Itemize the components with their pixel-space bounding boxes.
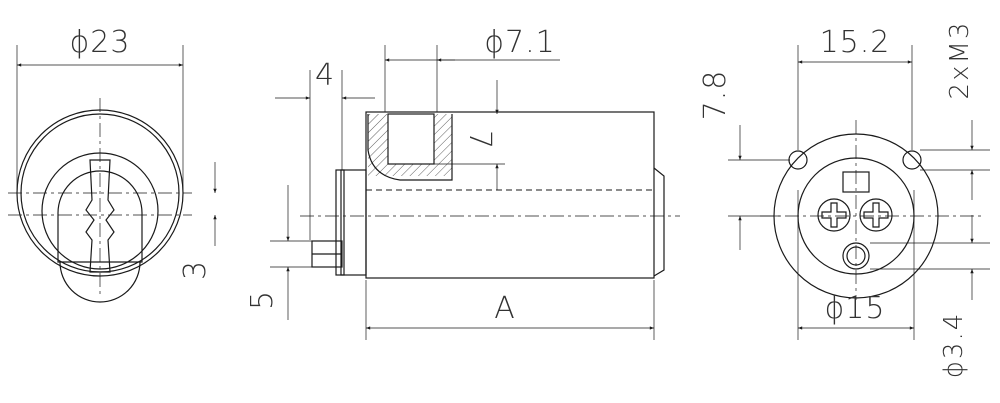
dim-side-pin-length: 4 [315,58,335,93]
screw-right [859,198,893,232]
dim-side-inner-diameter: ϕ7.1 [484,25,556,60]
dim-front-diameter: ϕ23 [70,25,131,60]
front-view: ϕ23 3 [8,25,217,303]
screw-left-cross-icon [821,202,847,228]
dim-rear-screws: 2xM3 [945,21,975,100]
side-flange [340,169,367,276]
rear-mount-hole-right [902,150,922,170]
front-plug-bottom [59,261,141,303]
side-section-outline [367,114,453,181]
side-rear-chamfer [653,167,665,277]
rear-view: 15.2 7.8 2xM3 ϕ15 ϕ3.4 [698,21,990,379]
side-view: ϕ7.1 4 7 5 A [245,25,680,340]
dim-front-offset: 3 [178,260,213,280]
rear-mount-hole-left [788,150,808,170]
dim-rear-hole: ϕ3.4 [939,312,969,379]
dim-side-depth: 7 [462,130,497,150]
dim-side-pin-diameter: 5 [245,290,280,310]
dim-rear-offset: 7.8 [698,70,733,121]
dim-rear-diameter: ϕ15 [825,291,886,326]
dim-side-length: A [494,291,516,326]
screw-right-cross-icon [863,202,889,228]
screw-left [817,198,851,232]
rear-small-hole [842,242,870,270]
side-bore [387,113,435,165]
keyway-shape [85,159,115,273]
dim-rear-width: 15.2 [820,25,891,60]
side-flange-lip [335,169,345,276]
